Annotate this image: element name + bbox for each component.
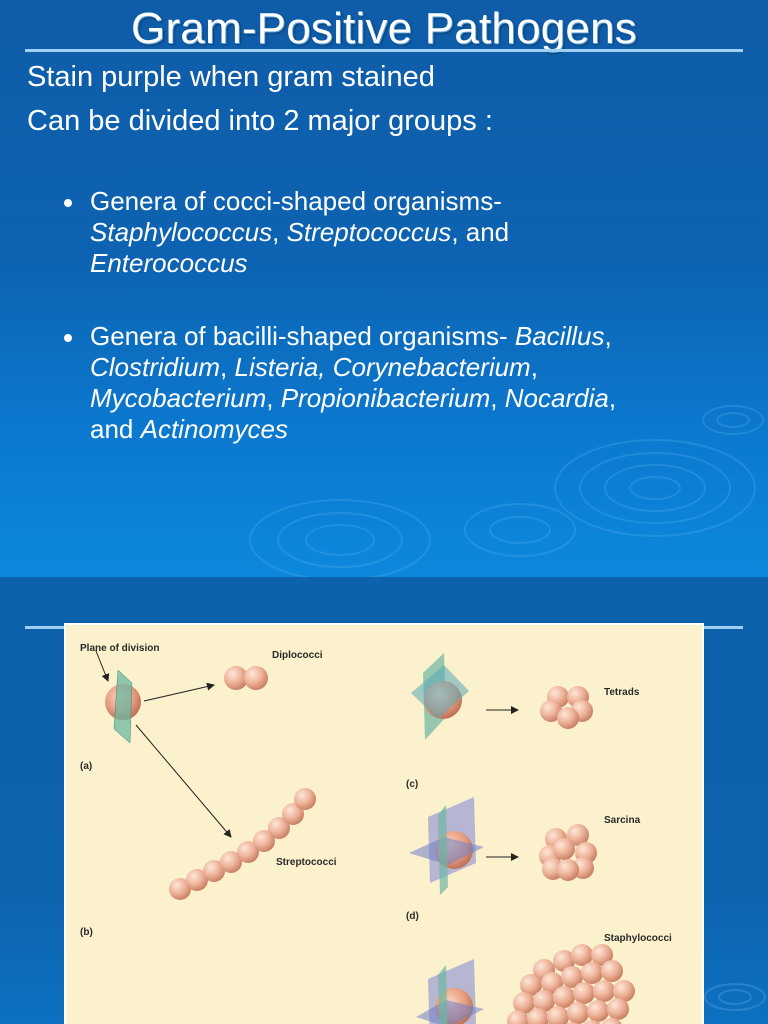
separator: , — [220, 352, 235, 382]
sarcina-cells — [539, 824, 597, 881]
separator: , and — [451, 217, 510, 247]
dividing-coccus-a — [105, 669, 141, 744]
genus-name: Staphylococcus — [90, 217, 273, 247]
dividing-coccus-e — [416, 959, 484, 1024]
genus-name: Propionibacterium — [280, 383, 491, 413]
bullet-dot-icon — [64, 334, 72, 342]
diplococci-label: Diplococci — [272, 650, 323, 661]
genus-name: Listeria, Corynebacterium — [234, 352, 531, 382]
separator: , — [608, 383, 617, 413]
genus-name: Clostridium — [90, 352, 221, 382]
panel-c-label: (c) — [406, 779, 419, 790]
separator: , — [530, 352, 538, 382]
title-divider — [25, 49, 743, 52]
bullet-cocci: Genera of cocci-shaped organisms- Staphy… — [58, 186, 718, 279]
bullet-list: Genera of cocci-shaped organisms- Staphy… — [58, 186, 718, 445]
panel-b-label: (b) — [80, 927, 93, 938]
separator: , — [604, 321, 612, 351]
dividing-coccus-d — [409, 797, 484, 895]
genus-name: Actinomyces — [140, 414, 288, 444]
tetrads-label: Tetrads — [604, 687, 640, 698]
genus-name: Streptococcus — [286, 217, 452, 247]
water-ripple-decoration — [249, 405, 764, 577]
conjunction: and — [90, 414, 141, 444]
genus-name: Mycobacterium — [90, 383, 267, 413]
tetrads-cells — [540, 686, 593, 729]
slide-title: Gram-Positive Pathogens — [131, 4, 637, 53]
dividing-coccus-c — [411, 653, 469, 740]
plane-of-division-label: Plane of division — [80, 643, 160, 654]
bullet-text: Genera of bacilli-shaped organisms- — [90, 321, 515, 351]
slide-text-panel: Gram-Positive Pathogens Stain purple whe… — [0, 0, 768, 577]
staphylococci-label: Staphylococci — [604, 933, 672, 944]
genus-name: Bacillus — [514, 321, 605, 351]
separator: , — [266, 383, 281, 413]
separator: , — [490, 383, 505, 413]
sarcina-label: Sarcina — [604, 815, 641, 826]
intro-line-1: Stain purple when gram stained — [27, 61, 435, 93]
diplococci-cells — [224, 666, 268, 690]
cocci-arrangement-figure: Plane of division Diplococci (a) Strepto… — [64, 623, 704, 1024]
figure-drawing — [95, 650, 635, 1024]
bullet-bacilli: Genera of bacilli-shaped organisms- Baci… — [58, 321, 718, 445]
water-ripple-decoration — [704, 983, 766, 1011]
staphylococci-cluster — [507, 944, 635, 1024]
bullet-text: Genera of cocci-shaped organisms- — [90, 186, 502, 216]
separator: , — [272, 217, 287, 247]
genus-name: Enterococcus — [90, 248, 248, 278]
intro-line-2: Can be divided into 2 major groups : — [27, 105, 493, 137]
slide-figure-panel: Plane of division Diplococci (a) Strepto… — [0, 577, 768, 1024]
streptococci-chain — [169, 788, 316, 900]
panel-a-label: (a) — [80, 761, 93, 772]
bullet-dot-icon — [64, 199, 72, 207]
panel-d-label: (d) — [406, 911, 419, 922]
streptococci-label: Streptococci — [276, 857, 337, 868]
genus-name: Nocardia — [504, 383, 609, 413]
